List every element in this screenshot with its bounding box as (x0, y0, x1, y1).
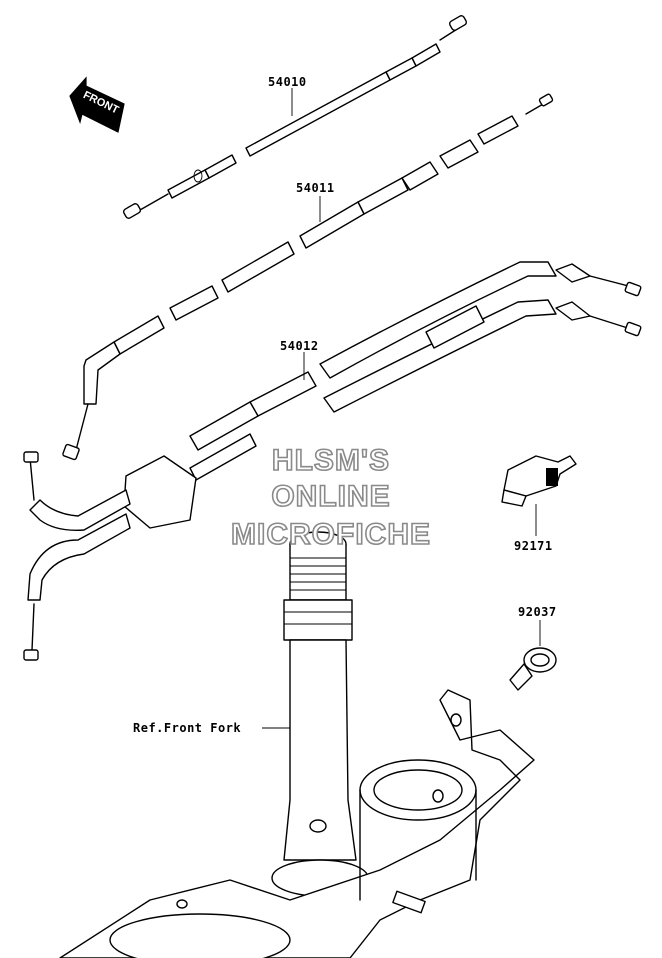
grommet-92037 (509, 647, 557, 691)
frame-bracket (59, 689, 535, 958)
watermark: HLSM'S ONLINE MICROFICHE (230, 443, 431, 552)
cable-54012 (23, 261, 642, 661)
part-label-54011: 54011 (296, 181, 335, 195)
front-fork (271, 531, 369, 897)
reference-label: Ref.Front Fork (133, 721, 241, 735)
part-label-92037: 92037 (518, 605, 557, 619)
front-arrow-icon: FRONT (69, 76, 125, 133)
watermark-line-2: ONLINE (271, 480, 390, 513)
cable-54010 (122, 15, 468, 219)
watermark-line-1: HLSM'S (272, 444, 390, 477)
part-label-54012: 54012 (280, 339, 319, 353)
part-label-54010: 54010 (268, 75, 307, 89)
cable-54011 (62, 93, 554, 461)
clamp-92171 (501, 455, 577, 507)
watermark-line-3: MICROFICHE (231, 518, 431, 551)
part-label-92171: 92171 (514, 539, 553, 553)
leader-lines (262, 88, 541, 729)
